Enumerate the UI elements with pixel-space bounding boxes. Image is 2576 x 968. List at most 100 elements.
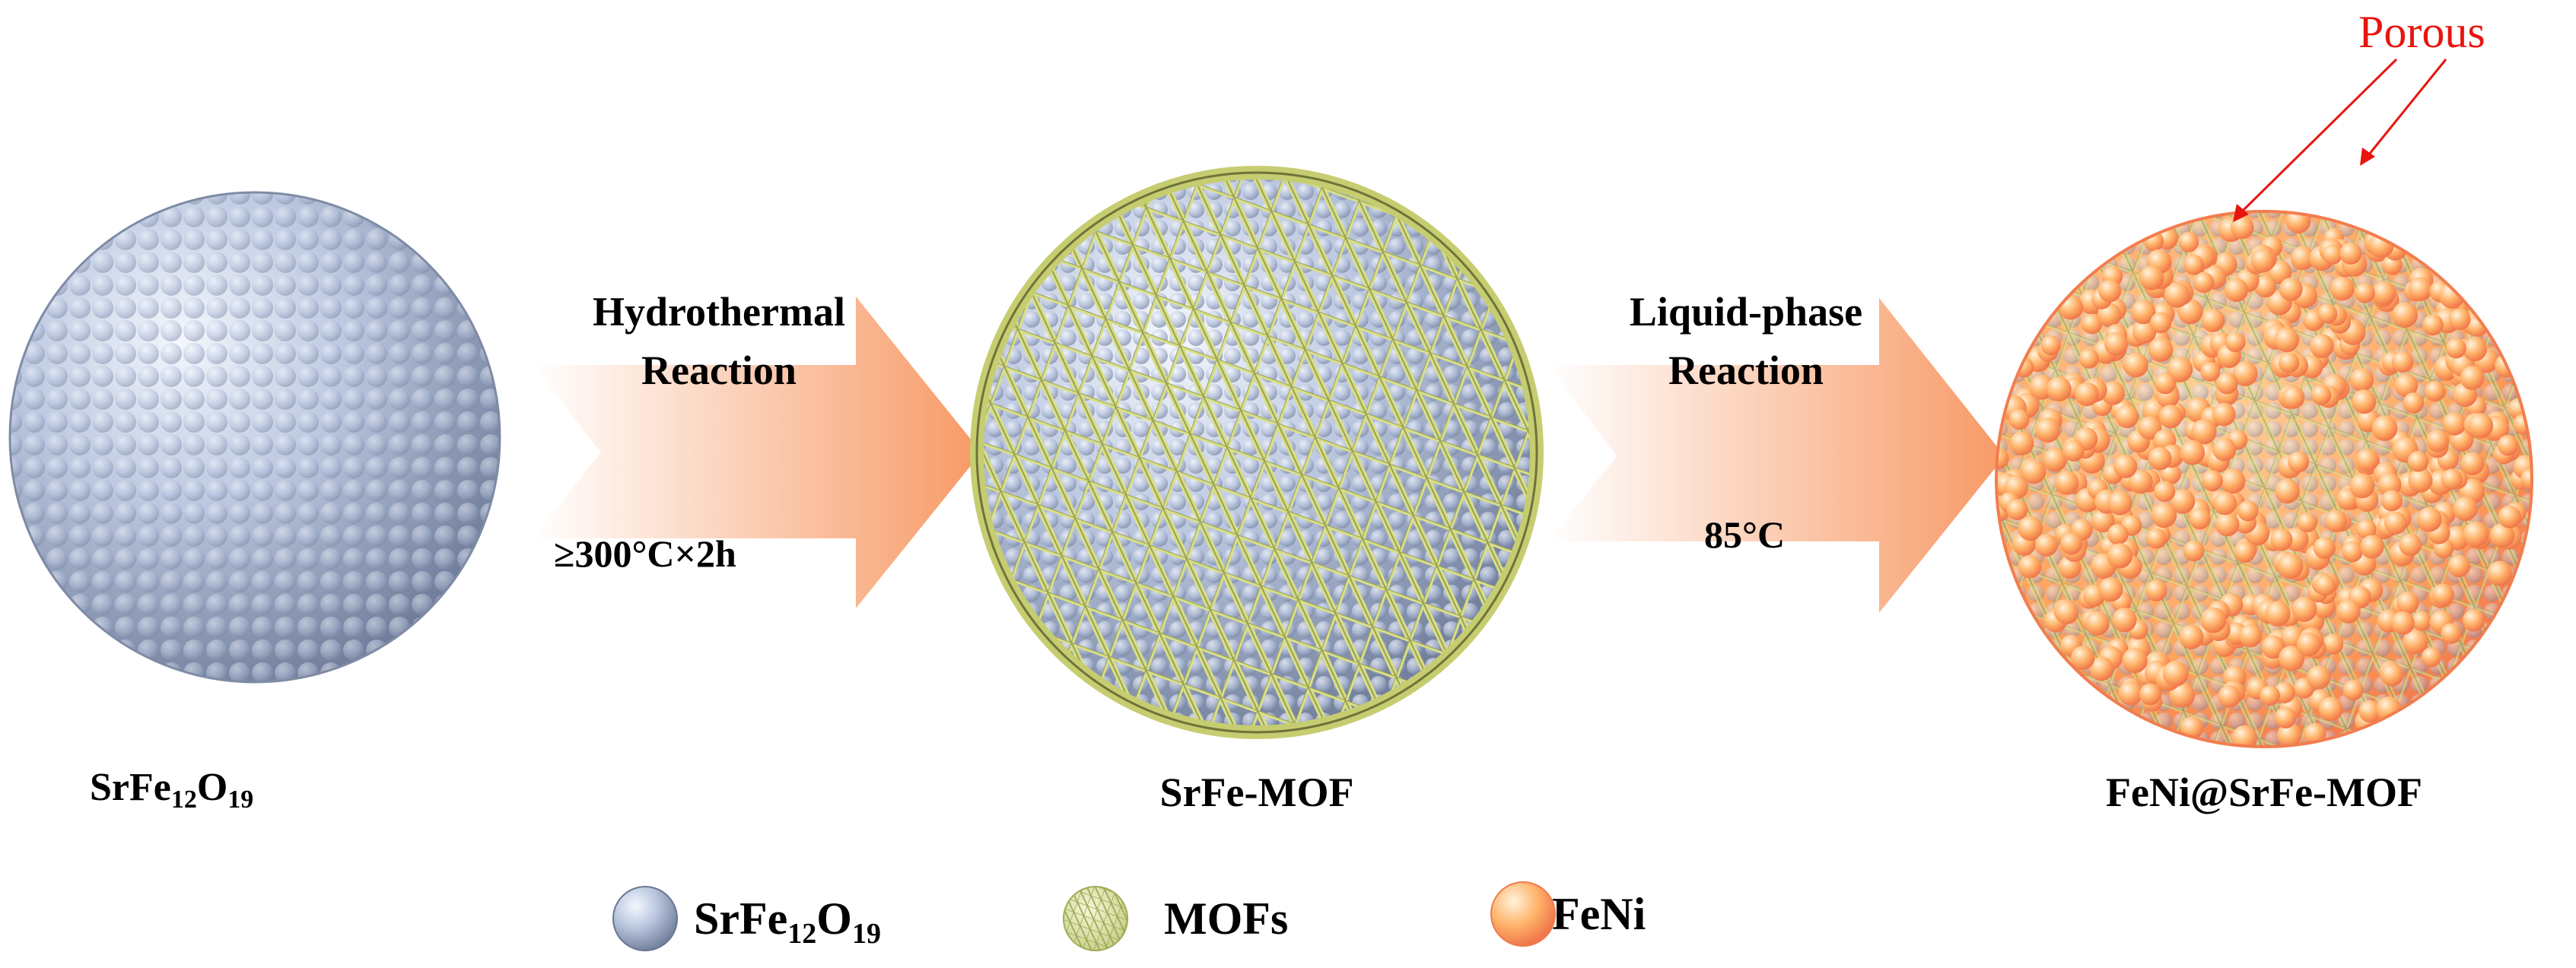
feni-particle <box>2396 591 2419 614</box>
feni-particle <box>2411 611 2431 631</box>
feni-particle <box>2224 278 2248 303</box>
legend-label-mofs: MOFs <box>1164 893 1288 944</box>
feni-particle <box>2349 367 2374 392</box>
feni-particle <box>2081 313 2103 335</box>
feni-particle <box>2200 607 2227 633</box>
feni-particle <box>2179 624 2204 649</box>
feni-particle <box>2317 303 2338 324</box>
feni-particle <box>2403 392 2425 414</box>
sphere-mesh-icon <box>1063 886 1128 951</box>
feni-particle <box>2391 611 2415 635</box>
feni-particle <box>2336 599 2361 624</box>
feni-particle <box>2148 446 2172 471</box>
feni-particle <box>2075 382 2099 407</box>
feni-particle <box>2071 646 2095 670</box>
feni-particle <box>2164 282 2190 308</box>
feni-particle <box>2183 255 2204 275</box>
feni-particle <box>2098 577 2123 602</box>
arrow-hydrothermal <box>533 297 981 608</box>
step2-line2: Reaction <box>1668 348 1824 393</box>
feni-particle <box>2151 502 2177 528</box>
porous-annotation: Porous <box>2233 7 2485 222</box>
feni-particle <box>2008 409 2030 430</box>
feni-particle <box>2358 700 2381 723</box>
step2-line1: Liquid-phase <box>1630 289 1862 335</box>
feni-particle <box>2237 500 2259 522</box>
feni-particle <box>2139 683 2161 706</box>
feni-particle <box>2310 385 2332 405</box>
feni-particle <box>2021 459 2046 484</box>
feni-particle <box>2291 596 2317 622</box>
feni-particle <box>2279 646 2304 671</box>
feni-particle <box>2178 231 2199 252</box>
feni-particle <box>2107 524 2129 545</box>
feni-particle <box>2138 416 2162 440</box>
feni-particle <box>2162 660 2189 687</box>
feni-particle <box>2313 537 2336 560</box>
feni-particle <box>2115 405 2139 428</box>
feni-particle <box>2167 356 2193 382</box>
porous-arrowhead-left <box>2233 204 2249 222</box>
feni-particle <box>2191 419 2217 445</box>
feni-particle <box>2183 540 2205 562</box>
porous-arrowhead-right <box>2360 148 2375 166</box>
feni-particle <box>2270 528 2293 551</box>
feni-particle <box>2460 452 2485 476</box>
feni-particle <box>2342 680 2364 700</box>
feni-particle <box>2460 366 2485 390</box>
feni-particle <box>2442 412 2466 436</box>
feni-particle <box>2462 609 2485 632</box>
feni-particle <box>2146 528 2167 549</box>
feni-particle <box>2441 623 2462 644</box>
feni-particle <box>2148 337 2174 363</box>
feni-particle <box>2189 507 2211 530</box>
feni-particle <box>2323 244 2343 265</box>
feni-particle <box>2288 451 2310 473</box>
feni-particle <box>2231 215 2254 240</box>
feni-particle <box>2018 516 2043 541</box>
feni-particle <box>2377 472 2402 497</box>
feni-particle <box>2275 706 2297 729</box>
porous-label: Porous <box>2358 7 2485 57</box>
feni-particle <box>2408 468 2433 493</box>
feni-particle <box>2277 553 2304 579</box>
feni-particle <box>2279 352 2300 373</box>
feni-particle <box>2212 402 2236 427</box>
feni-particle <box>2212 437 2237 462</box>
feni-particle <box>2202 470 2223 492</box>
feni-particle <box>2342 541 2363 563</box>
feni-particle <box>2060 532 2083 555</box>
arrow-liquid-phase <box>1548 298 2005 613</box>
feni-particle <box>2463 337 2487 362</box>
feni-particle <box>2215 512 2240 537</box>
feni-particle <box>2154 481 2176 503</box>
feni-particle <box>2054 471 2079 495</box>
feni-particle <box>2277 722 2302 747</box>
feni-particle <box>2089 656 2114 681</box>
feni-particle <box>2431 583 2454 606</box>
feni-particle <box>2112 608 2137 633</box>
feni-particle <box>2260 685 2281 706</box>
feni-particle <box>2155 373 2177 395</box>
feni-particle <box>2407 451 2429 472</box>
feni-particle <box>2408 278 2432 301</box>
feni-particle <box>2098 279 2122 303</box>
feni-particle <box>2123 352 2148 378</box>
feni-particle <box>2200 361 2221 382</box>
feni-particle <box>2234 541 2256 563</box>
feni-particle <box>2380 490 2403 512</box>
feni-particle <box>2352 389 2377 414</box>
feni-particle <box>2254 275 2277 298</box>
feni-particle <box>2421 647 2442 668</box>
feni-particle <box>2282 386 2305 409</box>
feni-particle <box>2445 338 2466 359</box>
feni-particle <box>2107 543 2133 569</box>
feni-particle <box>2250 248 2275 273</box>
feni-particle <box>2441 468 2463 490</box>
composite-label: FeNi@SrFe-MOF <box>2106 770 2422 815</box>
feni-particle <box>2422 314 2444 336</box>
legend-item-mofs: MOFs <box>1063 886 1288 951</box>
srfe-mof-sphere <box>970 166 1544 739</box>
feni-particle <box>2213 491 2237 516</box>
legend: SrFe12O19 MOFs FeNi <box>612 881 1646 951</box>
